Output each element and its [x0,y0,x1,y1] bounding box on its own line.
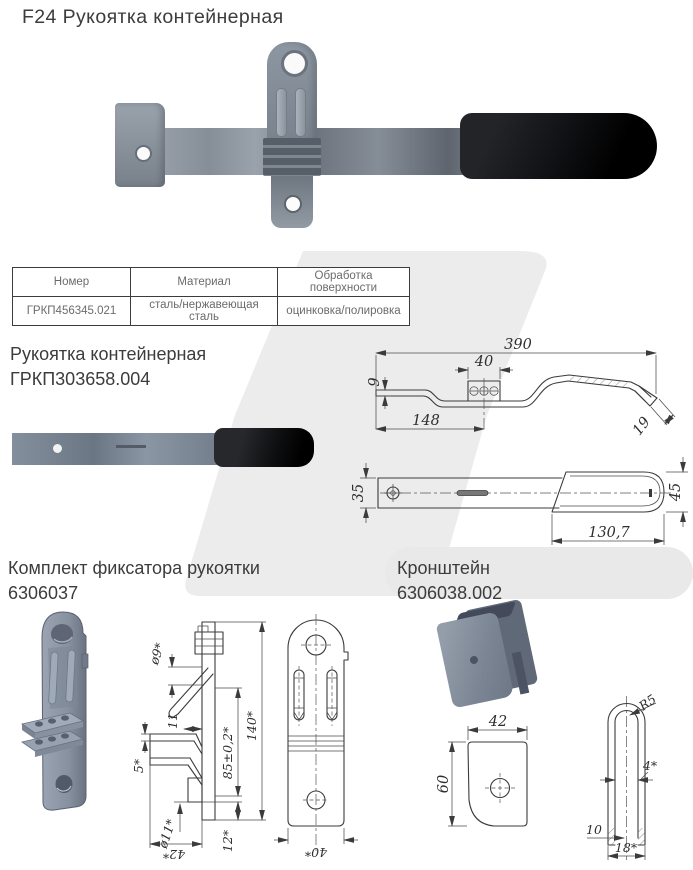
fixator-code: 6306037 [8,583,79,603]
dim-140: 140* [244,710,259,741]
bracket-front-profile [467,741,528,827]
dim-130-7: 130,7 [588,525,630,541]
handle-top-view-drawing: 35 45 130,7 [351,457,688,545]
handle-slot [116,445,146,448]
bracket-side-view-drawing: R5 4* 10 18* [586,691,659,860]
dim-12: 12* [220,829,235,852]
dim-42s: 42* [162,847,186,862]
handle-side-view-drawing: 390 40 9 148 19 [367,337,676,439]
bracket-front-dimensions: 42 60 [436,714,528,827]
dim-o11: ø11* [155,816,179,851]
assembly-fixator-rib [276,88,287,137]
assembly-black-grip [460,113,657,179]
bracket-front-view-drawing: 42 60 [436,714,528,827]
col-number: Номер [12,267,131,297]
handle-title: Рукоятка контейнерная [10,344,207,364]
assembly-fixator-bottom-hole [284,195,302,213]
side-view-profile [375,374,658,432]
dim-60: 60 [436,775,452,793]
bracket-code: 6306038.002 [397,583,503,603]
bracket-side-dimensions: R5 4* 10 18* [586,691,659,860]
dim-10: 10 [586,822,602,837]
dim-35: 35 [351,484,367,502]
assembly-fixator-top-hole [281,50,308,77]
fixator-dimensions: ø9* 11 5* 85±0,2* 140* ø11* 12* 42* [131,621,266,862]
fixator-front-view-drawing: 40* [274,614,358,860]
side-view-dimensions: 390 40 9 148 19 [367,337,676,439]
fixator-front-dimensions: 40* [274,828,358,860]
fixator-section-title: Комплект фиксатора рукоятки 6306037 [8,556,260,606]
dim-9: 9 [367,377,383,386]
dim-o9: ø9* [146,640,168,667]
handle-hole [53,444,62,453]
spec-table: Номер Материал Обработка поверхности ГРК… [12,267,410,326]
dim-85: 85±0,2* [220,726,235,779]
col-surface: Обработка поверхности [277,267,410,297]
dim-11: 11 [165,713,180,729]
assembly-render [55,38,670,238]
fixator-section-view-drawing: ø9* 11 5* 85±0,2* 140* ø11* 12* 42* [131,621,266,862]
handle-code: ГРКП303658.004 [10,369,151,389]
dim-4: 4* [642,758,658,773]
page-title: F24 Рукоятка контейнерная [22,6,284,28]
bracket-section-title: Кронштейн 6306038.002 [397,556,502,606]
fixator-render [21,611,89,811]
dim-19: 19 [630,414,654,438]
dim-390: 390 [504,337,532,353]
spec-table-header-row: Номер Материал Обработка поверхности [12,267,410,297]
bracket-render [432,598,550,714]
dim-42: 42 [488,714,507,730]
assembly-end-bracket-hole [135,145,152,162]
top-view-dimensions: 35 45 130,7 [351,457,688,545]
dim-45: 45 [668,483,684,502]
handle-bar [12,433,228,465]
cell-material: сталь/нержавеющая сталь [130,296,278,326]
top-view-profile [377,471,674,513]
handle-grip [214,428,314,467]
dim-148: 148 [412,413,440,429]
dim-40: 40 [474,354,493,370]
bracket-title: Кронштейн [397,558,490,578]
handle-render [8,425,314,470]
fixator-profile [149,621,224,821]
fixator-front-profile [287,614,349,852]
assembly-fixator-rib [295,88,306,137]
dim-40: 40* [304,845,328,860]
handle-section-title: Рукоятка контейнерная ГРКП303658.004 [10,342,206,392]
dim-5: 5* [131,758,146,773]
bracket-side-profile [607,696,646,860]
col-material: Материал [130,267,278,297]
spec-table-row: ГРКП456345.021 сталь/нержавеющая сталь о… [12,296,410,326]
cell-number: ГРКП456345.021 [12,296,131,326]
cell-surface: оцинковка/полировка [277,296,410,326]
assembly-latch-block [263,138,321,176]
dim-18: 18* [615,840,638,855]
fixator-title: Комплект фиксатора рукоятки [8,558,260,578]
